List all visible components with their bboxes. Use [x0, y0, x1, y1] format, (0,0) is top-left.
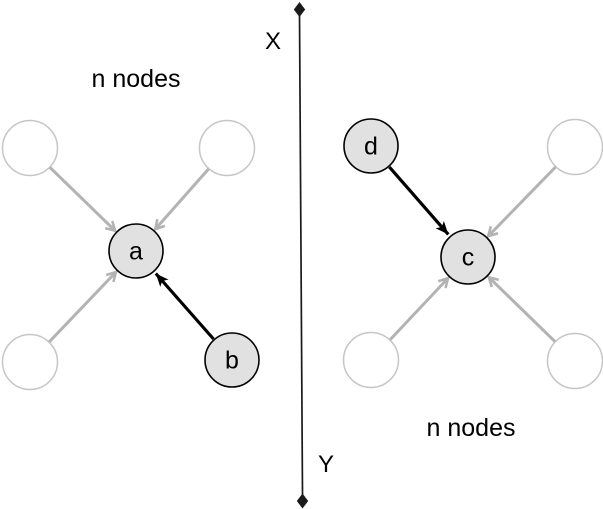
source-node-d — [343, 118, 399, 174]
source-node-d-label: d — [364, 133, 378, 161]
source-node-b — [204, 332, 260, 388]
left-cluster: n nodes a b — [1, 65, 260, 391]
divider-top-label: X — [265, 28, 281, 55]
ghost-node — [1, 119, 59, 177]
divider: X Y — [265, 2, 334, 509]
hub-node-a — [108, 223, 164, 279]
divider-bottom-label: Y — [318, 451, 334, 478]
ghost-node — [198, 119, 256, 177]
gray-edge-arrow — [153, 168, 210, 232]
hub-node-c-label: c — [462, 244, 475, 272]
gray-edge-arrow — [486, 275, 556, 343]
source-node-b-label: b — [225, 347, 239, 375]
right-cluster-count-label: n nodes — [427, 414, 516, 442]
gray-edge-arrow — [486, 166, 557, 239]
ghost-node — [342, 331, 400, 389]
gray-edge-arrow — [48, 166, 118, 233]
ghost-node — [546, 332, 603, 390]
right-cluster: n nodes c d — [342, 118, 603, 442]
divider-bottom-diamond-icon — [296, 493, 309, 509]
hub-node-a-label: a — [129, 238, 143, 266]
divider-top-diamond-icon — [293, 2, 306, 17]
left-cluster-count-label: n nodes — [92, 65, 181, 93]
ghost-node — [1, 333, 59, 391]
hub-node-c — [440, 229, 496, 285]
edge-arrow-b-to-a — [154, 272, 215, 341]
ghost-node — [546, 118, 603, 176]
divider-line — [298, 13, 304, 496]
gray-edge-arrow — [48, 270, 118, 343]
edge-arrow-d-to-c — [388, 166, 450, 236]
gray-edge-arrow — [389, 276, 450, 341]
